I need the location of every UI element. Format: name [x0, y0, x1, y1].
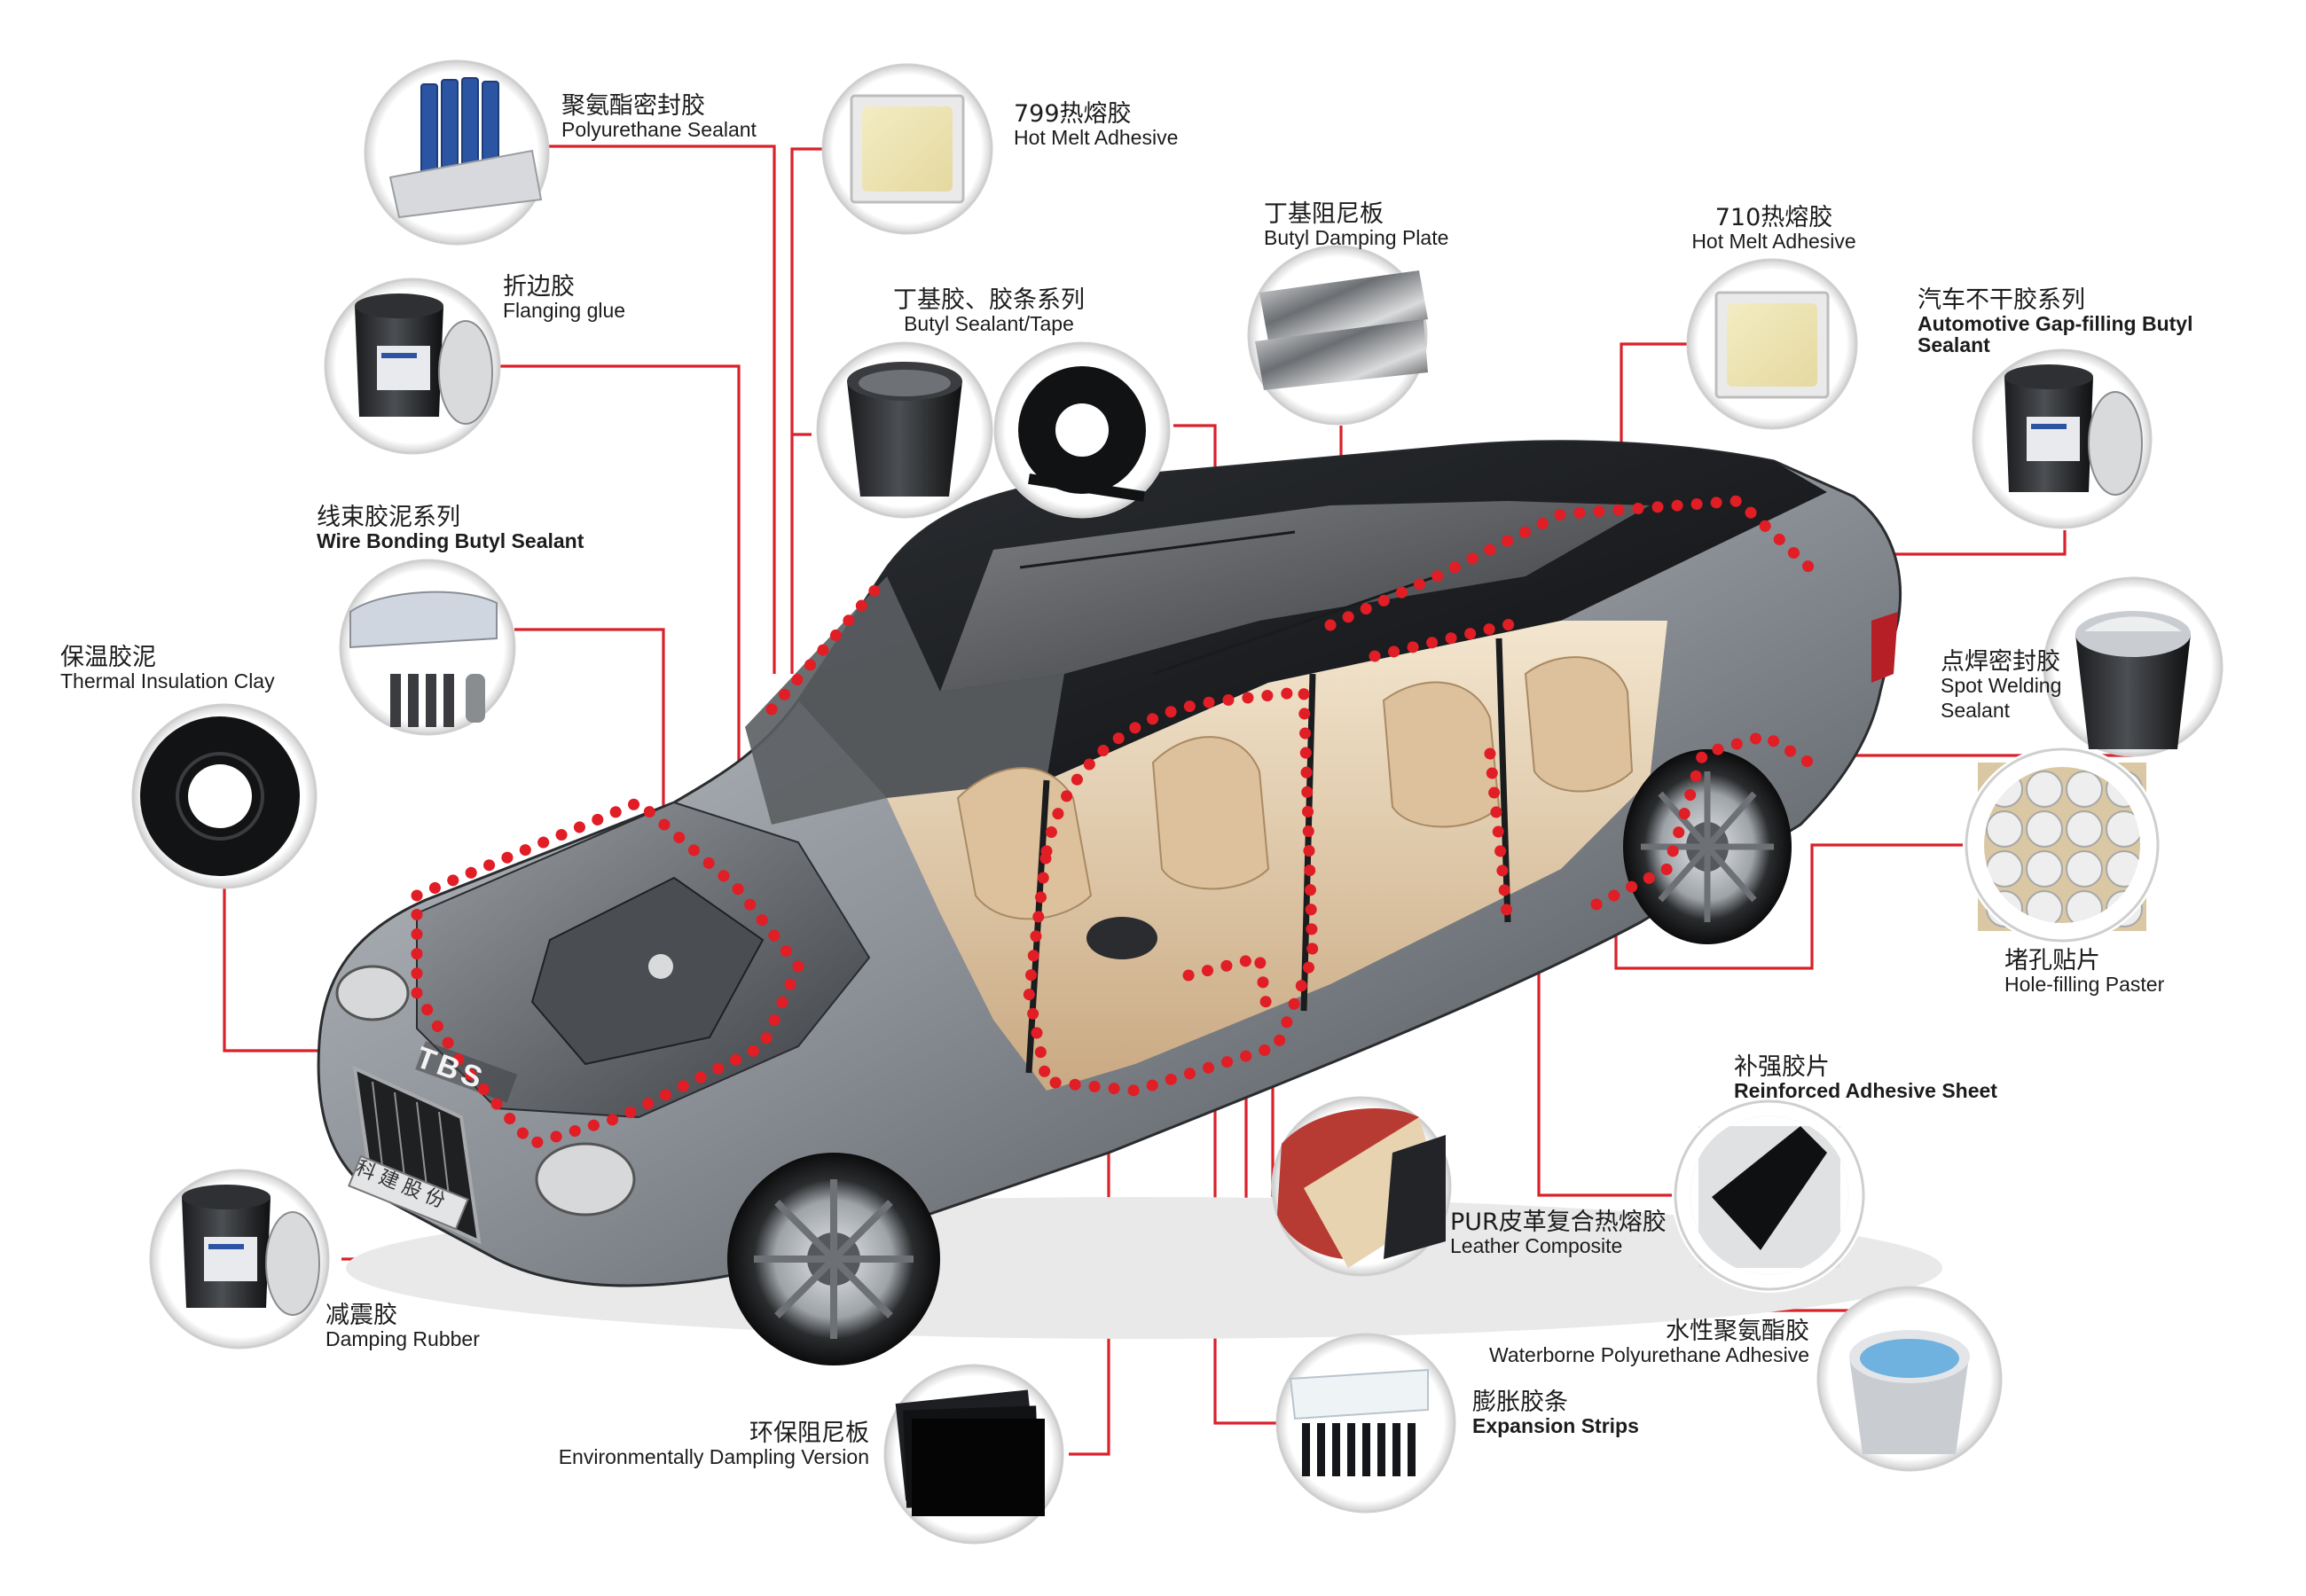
sealant-tubes-icon [388, 77, 543, 219]
blue-bucket-icon [1849, 1330, 1970, 1454]
engine-badge [648, 954, 673, 979]
leader-hot-melt-799 [790, 147, 823, 674]
front-wheel [727, 1153, 940, 1365]
windshield [745, 576, 1064, 825]
label-wire-bonding-butyl: 线束胶泥系列 Wire Bonding Butyl Sealant [317, 504, 584, 553]
icon-spot-welding-sealant [2043, 576, 2224, 757]
label-flanging-glue: 折边胶 Flanging glue [503, 273, 626, 323]
icon-damping-rubber [149, 1169, 330, 1350]
label-thermal-insulation-clay: 保温胶泥 Thermal Insulation Clay [60, 644, 275, 693]
label-butyl-sealant-tape: 丁基胶、胶条系列 Butyl Sealant/Tape [893, 286, 1085, 336]
black-sheet-icon [1698, 1126, 1840, 1268]
label-spot-welding-sealant: 点焊密封胶 Spot Welding Sealant [1941, 648, 2062, 723]
label-hole-filling-paster: 堵孔贴片 Hole-filling Paster [2004, 947, 2165, 997]
icon-reinforced-adhesive-sheet [1672, 1098, 1867, 1293]
label-gap-filling-butyl: 汽车不干胶系列 Automotive Gap-filling Butyl Sea… [1918, 286, 2193, 357]
label-reinforced-adhesive-sheet: 补强胶片 Reinforced Adhesive Sheet [1734, 1053, 1997, 1103]
paste-bucket-icon [2075, 611, 2191, 749]
icon-hot-melt-710 [1686, 258, 1858, 430]
icon-expansion-strips [1275, 1333, 1456, 1514]
hot-melt-block-icon [850, 94, 965, 204]
leather-icon [1277, 1108, 1446, 1268]
sunroof-rail [1019, 530, 1296, 569]
dots-roof-rail [1324, 495, 1816, 631]
rear-wheel [1623, 749, 1792, 944]
icon-thermal-insulation-clay [131, 703, 318, 889]
icon-env-damping [883, 1364, 1064, 1545]
icon-gap-filling-butyl [1972, 348, 2153, 529]
front-plate [348, 1154, 469, 1231]
sunroof [940, 501, 1650, 692]
label-expansion-strips: 膨胀胶条 Expansion Strips [1472, 1389, 1639, 1438]
label-waterborne-pu: 水性聚氨酯胶 Waterborne Polyurethane Adhesive [1489, 1318, 1809, 1367]
label-butyl-damping-plate: 丁基阻尼板 Butyl Damping Plate [1264, 200, 1449, 250]
wire-tape-icon [349, 591, 498, 727]
sunroof-rail-2 [1152, 575, 1438, 676]
label-polyurethane-sealant: 聚氨酯密封胶 Polyurethane Sealant [561, 92, 757, 142]
bucket-icon [355, 293, 493, 425]
dots-front-door [1023, 685, 1319, 1097]
application-dots [411, 495, 1816, 1151]
seats [956, 656, 1634, 920]
headlight-right [535, 1142, 636, 1217]
icon-flanging-glue [324, 278, 501, 455]
engine-cover [530, 876, 765, 1066]
icon-waterborne-pu [1816, 1286, 2003, 1472]
dots-sill [1182, 950, 1275, 1026]
icon-wire-bonding-butyl [339, 559, 516, 736]
label-damping-rubber: 减震胶 Damping Rubber [326, 1302, 480, 1351]
icon-hot-melt-799 [821, 63, 993, 235]
label-hot-melt-710: 710热熔胶 Hot Melt Adhesive [1691, 204, 1856, 254]
leader-hole-filling [1614, 843, 1973, 970]
icon-butyl-sealant-tape [993, 341, 1171, 519]
headlight-left [335, 965, 410, 1021]
icon-butyl-sealant-bucket [816, 341, 993, 519]
icon-butyl-damping-plate [1247, 245, 1428, 426]
tail-light [1871, 612, 1898, 683]
leader-polyurethane-sealant [488, 145, 776, 674]
icon-polyurethane-sealant [364, 59, 550, 246]
butyl-tape-icon [1018, 366, 1146, 502]
black-plates-icon [895, 1389, 1045, 1516]
leader-expansion [1213, 1020, 1277, 1425]
icon-leather-composite [1271, 1096, 1452, 1277]
foil-plate-icon [1255, 270, 1428, 390]
side-mirror [1086, 917, 1157, 959]
dots-rear-arch [1590, 729, 1816, 911]
dots-sunroof-edge [1369, 614, 1532, 662]
dots-engine-bay [411, 795, 805, 1151]
tape-roll-icon [140, 716, 300, 876]
label-env-damping: 环保阻尼板 Environmentally Dampling Version [558, 1420, 869, 1469]
expansion-strip-icon [1289, 1368, 1429, 1476]
dots-rear-door [1484, 747, 1514, 928]
label-leather-composite: PUR皮革复合热熔胶 Leather Composite [1450, 1209, 1667, 1258]
label-hot-melt-799: 799热熔胶 Hot Melt Adhesive [1014, 100, 1179, 150]
icon-hole-filling-paster [1963, 746, 2161, 944]
